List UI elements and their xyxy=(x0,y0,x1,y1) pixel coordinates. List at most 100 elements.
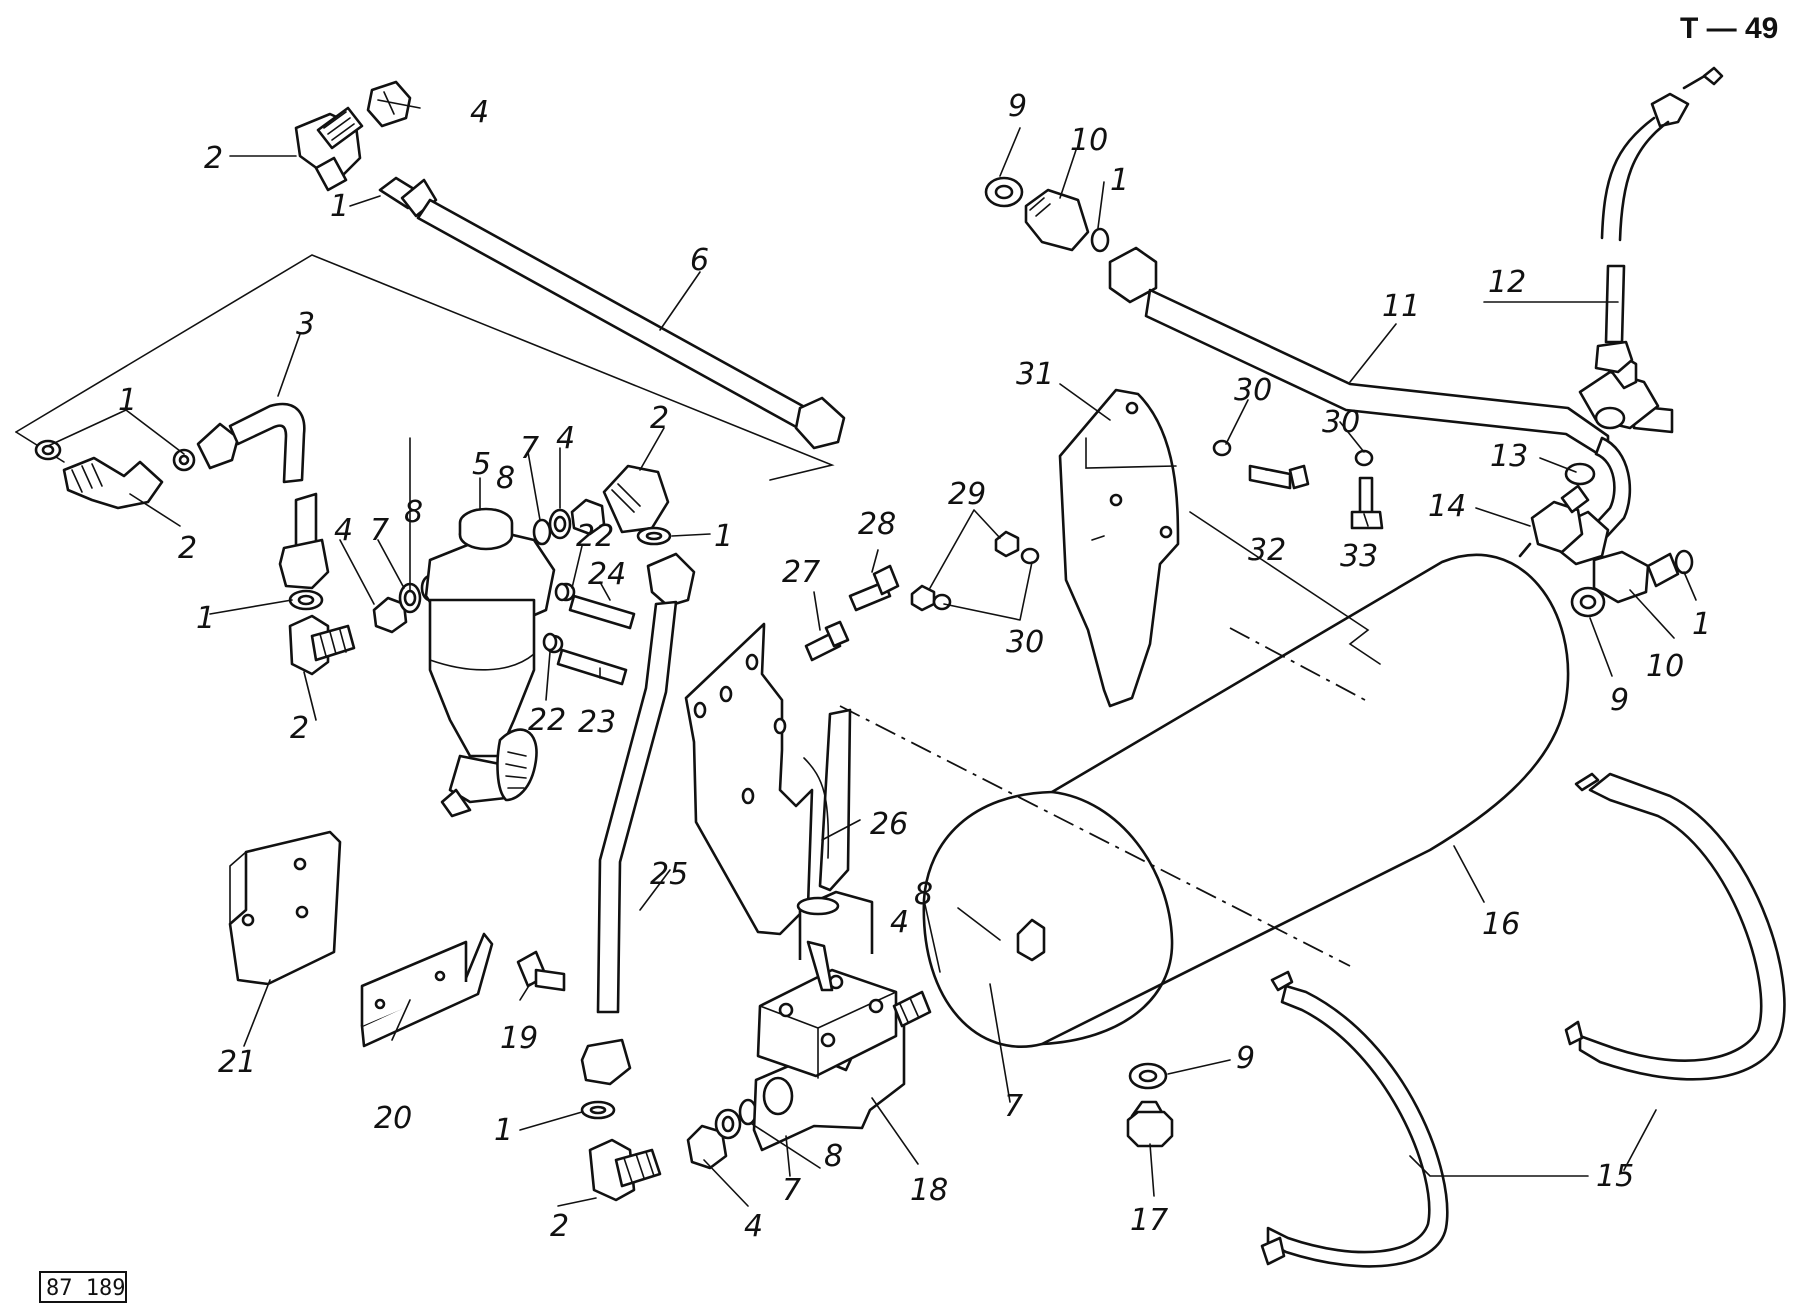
callout: 4 xyxy=(470,95,489,130)
callout: 8 xyxy=(824,1139,843,1174)
bent-pipe-3 xyxy=(196,402,306,484)
nuts-29 xyxy=(910,530,1020,612)
union-nut-top xyxy=(366,80,412,128)
callout: 12 xyxy=(1488,265,1526,300)
callout: 13 xyxy=(1490,439,1528,474)
callout: 1 xyxy=(196,601,215,636)
tank-strap-15-front xyxy=(1260,970,1449,1268)
sealing-washer-1-top-right xyxy=(1090,227,1110,253)
nut-4-bottom xyxy=(686,1124,728,1170)
callout: 2 xyxy=(178,531,197,566)
callout: 7 xyxy=(370,513,389,548)
callout: 7 xyxy=(520,431,539,466)
seal-ring-7-right xyxy=(548,508,572,540)
washers-30-center xyxy=(932,547,1040,611)
callout: 7 xyxy=(782,1173,801,1208)
callout: 14 xyxy=(1428,489,1466,524)
washer-9-top xyxy=(984,176,1024,208)
sealing-washer-1-right xyxy=(1674,549,1694,575)
callout: 10 xyxy=(1070,123,1108,158)
callout: 4 xyxy=(744,1209,763,1244)
callout: 19 xyxy=(500,1021,538,1056)
sheet-number: T — 49 xyxy=(1680,12,1778,45)
callout: 1 xyxy=(330,189,349,224)
callout: 30 xyxy=(1322,405,1360,440)
bolt-23 xyxy=(544,634,628,686)
seal-ring-7-left xyxy=(398,582,422,614)
bolt-32 xyxy=(1248,464,1310,490)
nut-4-right xyxy=(570,498,606,536)
callout-numbers: 2 4 1 6 3 1 2 5 8 7 4 2 4 7 8 22 1 24 1 … xyxy=(118,89,1711,1244)
callout: 8 xyxy=(914,877,933,912)
elbow-fitting-top xyxy=(294,106,364,192)
washer-22-lower xyxy=(542,632,558,652)
callout: 2 xyxy=(290,711,309,746)
callout: 3 xyxy=(296,307,315,342)
callout: 1 xyxy=(494,1113,513,1148)
tube-adapter-left xyxy=(278,492,330,590)
washer-13 xyxy=(1564,462,1596,486)
union-fitting-10-right xyxy=(1592,550,1680,604)
drawing-reference-number: 87 189 xyxy=(46,1276,125,1301)
callout: 23 xyxy=(578,705,616,740)
callout: 17 xyxy=(1130,1203,1168,1238)
callout: 10 xyxy=(1646,649,1684,684)
callout: 30 xyxy=(1234,373,1272,408)
washer-30-right xyxy=(1354,449,1374,467)
callout: 8 xyxy=(404,495,423,530)
callout: 20 xyxy=(374,1101,412,1136)
elbow-fitting-left xyxy=(62,456,164,510)
air-tank-16 xyxy=(922,553,1570,1048)
copper-washer-8-right xyxy=(532,518,552,546)
callout: 27 xyxy=(782,555,820,590)
valve-14 xyxy=(1518,484,1590,558)
callout: 15 xyxy=(1596,1159,1634,1194)
callout: 7 xyxy=(1004,1089,1023,1124)
callout: 18 xyxy=(910,1173,948,1208)
sealing-washer-1-bottom xyxy=(580,1100,616,1120)
callout: 33 xyxy=(1340,539,1378,574)
callout: 9 xyxy=(1610,683,1629,718)
sealing-washer-1-center xyxy=(636,526,672,546)
bolt-28 xyxy=(848,564,900,612)
callout: 9 xyxy=(1008,89,1027,124)
callout: 22 xyxy=(528,703,566,738)
elbow-fitting-lower-left xyxy=(288,614,356,676)
bolt-33 xyxy=(1350,476,1384,530)
mounting-plate-21 xyxy=(228,830,342,986)
leader-bracket-to-tank xyxy=(1189,511,1381,665)
callout: 2 xyxy=(204,141,223,176)
nut-4-left xyxy=(372,596,408,634)
tank-bracket-31 xyxy=(1058,388,1180,708)
callout: 21 xyxy=(218,1045,256,1080)
callout: 22 xyxy=(576,519,614,554)
tee-fitting xyxy=(1578,356,1660,430)
tank-strap-15-rear xyxy=(1564,772,1786,1081)
callout: 4 xyxy=(890,905,909,940)
elbow-fitting-2-bottom xyxy=(588,1138,662,1202)
pressure-regulator-valve-18 xyxy=(752,890,932,1152)
callout: 32 xyxy=(1248,533,1286,568)
callout: 29 xyxy=(948,477,986,512)
callout: 28 xyxy=(858,507,896,542)
drawing-reference-plate: 87 189 xyxy=(39,1271,127,1303)
callout: 24 xyxy=(588,557,626,592)
callout: 8 xyxy=(496,461,515,496)
water-separator-filter-5 xyxy=(424,507,556,818)
callout: 26 xyxy=(870,807,908,842)
callout: 4 xyxy=(334,513,353,548)
centerline-tank xyxy=(839,627,1366,967)
callout: 2 xyxy=(550,1209,569,1244)
washer-22-upper xyxy=(554,582,570,602)
washer-9-bottom xyxy=(1128,1062,1168,1090)
callout: 1 xyxy=(118,383,137,418)
washer-9-right xyxy=(1570,586,1606,618)
callout: 5 xyxy=(472,447,491,482)
elbow-fitting-2-right xyxy=(602,464,670,534)
callout: 1 xyxy=(714,519,733,554)
washer-30-top xyxy=(1212,439,1232,457)
callout: 25 xyxy=(650,857,688,892)
callout: 1 xyxy=(1110,163,1129,198)
sealing-washer-left xyxy=(34,439,62,461)
